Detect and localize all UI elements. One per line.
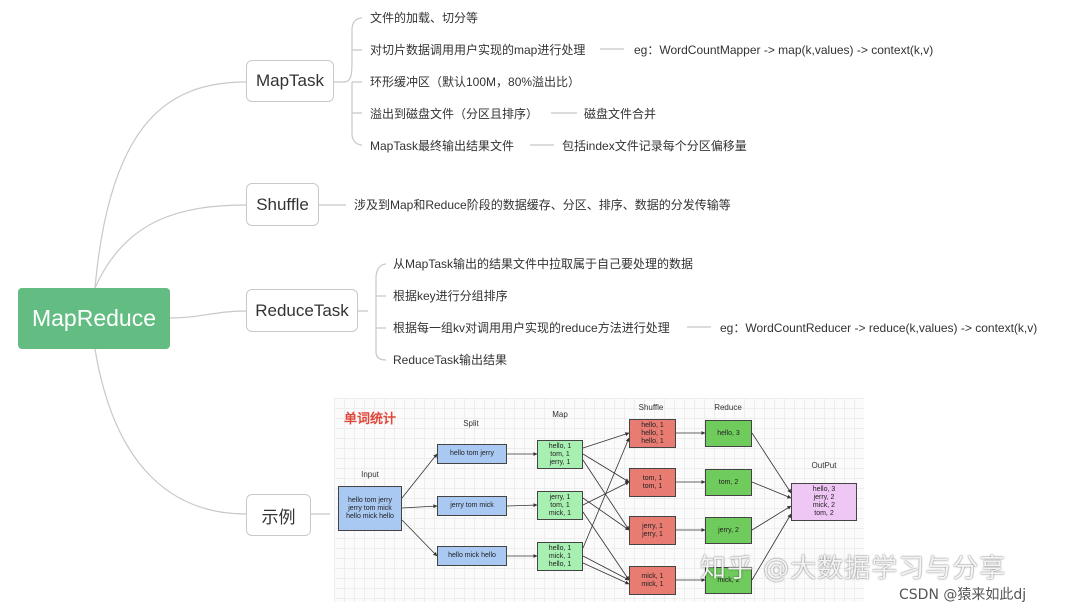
example-arrows: [401, 431, 792, 585]
connector-root-reducetask: [169, 310, 247, 319]
shuffle-pair: hello, 1: [641, 429, 664, 437]
map-pair: jerry, 1: [549, 493, 571, 501]
shuffle-pair: tom, 1: [642, 474, 663, 482]
shuffle-item: 涉及到Map和Reduce阶段的数据缓存、分区、排序、数据的分发传输等: [354, 198, 731, 212]
column-label-output: OutPut: [811, 461, 837, 470]
shuffle-box: hello, 1 hello, 1 hello, 1: [629, 419, 676, 448]
input-box: hello tom jerry jerry tom mick hello mic…: [338, 486, 402, 531]
flow-arrow: [401, 504, 438, 509]
reducetask-item: ReduceTask输出结果: [393, 353, 508, 367]
branch-maptask: MapTask: [246, 60, 334, 102]
reducetask-item: 根据key进行分组排序: [393, 289, 508, 303]
maptask-item: 溢出到磁盘文件（分区且排序）: [370, 107, 539, 121]
reduce-box: hello, 3: [705, 420, 752, 447]
output-pair: hello, 3: [812, 486, 836, 493]
reduce-box: jerry, 2: [705, 517, 752, 544]
shuffle-box: tom, 1 tom, 1: [629, 468, 676, 497]
reduce-box: tom, 2: [705, 469, 752, 496]
shuffle-pair: jerry, 1: [642, 530, 663, 538]
column-label-split: Split: [463, 419, 479, 428]
bracket-reducetask: [358, 263, 387, 361]
map-pair: tom, 1: [550, 501, 570, 509]
flow-arrow: [751, 481, 792, 499]
flow-arrow: [582, 555, 630, 581]
column-label-reduce: Reduce: [714, 403, 742, 412]
map-box: jerry, 1 tom, 1 mick, 1: [537, 491, 583, 520]
reducetask-item: 根据每一组kv对调用用户实现的reduce方法进行处理: [393, 321, 670, 335]
shuffle-pair: hello, 1: [641, 437, 664, 445]
reduce-box: mick, 2: [705, 567, 752, 594]
split-box: hello mick hello: [437, 546, 507, 566]
root-node-mapreduce: MapReduce: [18, 288, 170, 349]
branch-shuffle: Shuffle: [246, 183, 319, 226]
shuffle-pair: jerry, 1: [642, 522, 663, 530]
input-line: jerry tom mick: [348, 504, 392, 512]
split-box: jerry tom mick: [437, 496, 507, 516]
output-pair: mick, 2: [812, 502, 836, 509]
split-box: hello tom jerry: [437, 444, 507, 464]
map-pair: tom, 1: [550, 450, 570, 458]
maptask-note: eg：WordCountMapper -> map(k,values) -> c…: [634, 43, 934, 57]
maptask-item: MapTask最终输出结果文件: [370, 139, 515, 153]
flow-arrow: [751, 432, 792, 494]
maptask-note: 包括index文件记录每个分区偏移量: [562, 139, 747, 153]
maptask-item: 文件的加载、切分等: [370, 11, 479, 25]
input-line: hello mick hello: [346, 512, 394, 520]
map-box: hello, 1 mick, 1 hello, 1: [537, 542, 583, 571]
bracket-maptask: [334, 17, 363, 146]
shuffle-pair: mick, 1: [641, 580, 664, 588]
reducetask-note: eg：WordCountReducer -> reduce(k,values) …: [720, 321, 1038, 335]
flow-arrow: [582, 497, 630, 531]
maptask-note: 磁盘文件合并: [584, 107, 657, 121]
map-pair: mick, 1: [548, 509, 572, 517]
flow-arrow: [582, 437, 630, 549]
output-pair: jerry, 2: [813, 494, 835, 501]
flow-arrow: [582, 453, 630, 483]
flow-arrow: [401, 453, 438, 499]
flow-arrow: [751, 505, 792, 531]
map-pair: hello, 1: [548, 560, 572, 568]
flow-arrow: [751, 513, 792, 581]
output-box: hello, 3 jerry, 2 mick, 2 tom, 2: [791, 483, 857, 521]
column-label-map: Map: [552, 410, 568, 419]
connector-root-example: [94, 348, 247, 515]
shuffle-box: jerry, 1 jerry, 1: [629, 516, 676, 545]
map-pair: mick, 1: [548, 552, 572, 560]
flow-arrow: [582, 459, 630, 531]
flow-arrow: [582, 511, 630, 581]
zhihu-watermark: 知乎 @大数据学习与分享: [700, 554, 1007, 584]
column-label-input: Input: [361, 470, 379, 479]
maptask-item: 对切片数据调用用户实现的map进行处理: [370, 43, 586, 57]
wordcount-example-diagram: 单词统计 Input Split Map Shuffle Reduce OutP…: [334, 398, 864, 602]
flow-arrow: [401, 519, 438, 557]
branch-reducetask: ReduceTask: [246, 289, 358, 332]
map-pair: hello, 1: [548, 442, 572, 450]
connector-root-maptask: [94, 81, 247, 289]
map-pair: hello, 1: [548, 544, 572, 552]
shuffle-pair: tom, 1: [642, 482, 663, 490]
flow-arrow: [582, 432, 630, 449]
column-label-shuffle: Shuffle: [638, 403, 664, 412]
flow-arrow: [506, 503, 538, 508]
shuffle-pair: mick, 1: [641, 572, 664, 580]
shuffle-pair: hello, 1: [641, 421, 664, 429]
input-line: hello tom jerry: [348, 496, 392, 504]
connector-root-shuffle: [94, 204, 247, 289]
csdn-watermark: CSDN @猿来如此dj: [899, 587, 1027, 603]
flow-arrow: [582, 562, 630, 585]
example-title: 单词统计: [344, 412, 397, 427]
maptask-item: 环形缓冲区（默认100M，80%溢出比）: [370, 75, 581, 89]
shuffle-box: mick, 1 mick, 1: [629, 566, 676, 595]
output-pair: tom, 2: [814, 510, 834, 517]
reducetask-item: 从MapTask输出的结果文件中拉取属于自己要处理的数据: [393, 257, 694, 271]
branch-example: 示例: [246, 494, 311, 536]
map-box: hello, 1 tom, 1 jerry, 1: [537, 440, 583, 469]
map-pair: jerry, 1: [549, 458, 571, 466]
